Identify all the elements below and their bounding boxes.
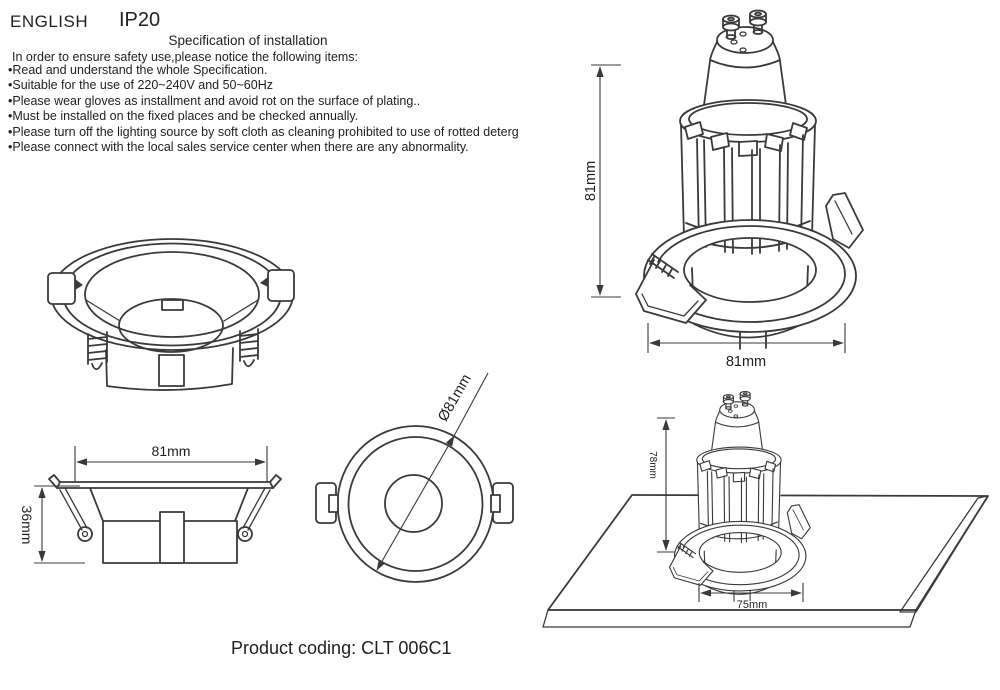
- drawing-front-section: 81mm 36mm: [19, 443, 282, 564]
- spec-item: •Must be installed on the fixed places a…: [8, 109, 359, 124]
- ip-rating-label: IP20: [119, 9, 161, 31]
- dimension-label: 81mm: [726, 354, 766, 370]
- dimension-label: 81mm: [583, 161, 599, 201]
- dimension-label: Ø81mm: [435, 372, 475, 425]
- drawing-installation: 78mm 75mm: [542, 390, 989, 628]
- spec-title: Specification of installation: [168, 33, 328, 48]
- spec-item: •Please turn off the lighting source by …: [8, 124, 519, 139]
- drawing-trim-ring-3d: [47, 238, 295, 391]
- drawing-lamp-3d: 81mm 81mm: [583, 9, 864, 370]
- language-label: ENGLISH: [10, 12, 89, 31]
- dimension-label: 81mm: [152, 443, 191, 459]
- spec-item-list: •Read and understand the whole Specifica…: [8, 63, 519, 155]
- product-coding: Product coding: CLT 006C1: [231, 638, 452, 658]
- spec-item: •Read and understand the whole Specifica…: [8, 63, 268, 77]
- dimension-label: 36mm: [19, 506, 35, 545]
- drawing-top-view: Ø81mm: [315, 372, 514, 583]
- spec-item: •Suitable for the use of 220~240V and 50…: [8, 78, 273, 93]
- spec-item: •Please wear gloves as installment and a…: [8, 93, 421, 108]
- dimension-label: 78mm: [647, 451, 658, 479]
- spec-item: •Please connect with the local sales ser…: [8, 140, 469, 155]
- dimension-label: 75mm: [737, 599, 768, 611]
- spec-intro: In order to ensure safety use,please not…: [12, 50, 359, 64]
